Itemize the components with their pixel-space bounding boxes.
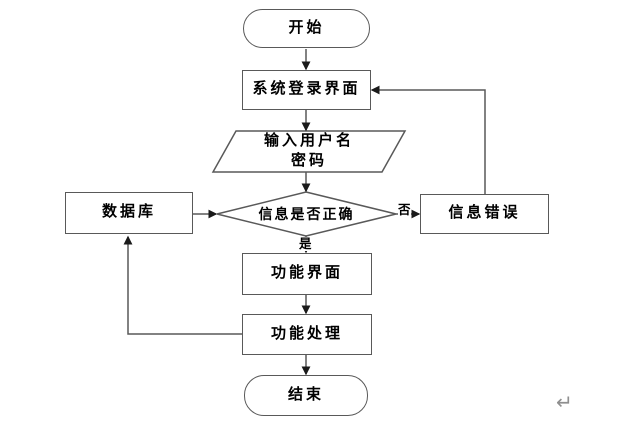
node-function-process-label: 功能处理 xyxy=(270,325,343,342)
node-decision-label-text: 信息是否正确 xyxy=(258,208,355,223)
node-function-ui-label: 功能界面 xyxy=(270,265,343,282)
node-function-ui: 功能界面 xyxy=(242,253,372,295)
edge-error-to-login xyxy=(370,85,486,194)
node-end-label: 结束 xyxy=(287,386,324,403)
node-login-label: 系统登录界面 xyxy=(252,81,361,98)
branch-label-yes: 是 xyxy=(299,237,312,251)
node-end: 结束 xyxy=(244,375,368,416)
node-input-label-line2: 密码 xyxy=(290,153,327,169)
node-database-label: 数据库 xyxy=(101,204,156,221)
node-input-label: 输入用户名 密码 xyxy=(213,130,405,172)
node-start-label: 开始 xyxy=(288,19,325,36)
node-decision-label: 信息是否正确 xyxy=(217,192,396,236)
node-error: 信息错误 xyxy=(420,194,549,234)
input-parallelogram-shape xyxy=(211,130,407,173)
paragraph-return-mark: ↵ xyxy=(556,390,573,414)
node-login: 系统登录界面 xyxy=(242,70,371,110)
node-function-process: 功能处理 xyxy=(242,314,372,355)
edge-function-process-to-database xyxy=(123,235,242,335)
node-error-label: 信息错误 xyxy=(448,205,521,222)
branch-label-no: 否 xyxy=(398,203,411,217)
node-database: 数据库 xyxy=(65,192,193,234)
node-start: 开始 xyxy=(243,9,370,48)
node-input-label-line1: 输入用户名 xyxy=(263,133,354,149)
